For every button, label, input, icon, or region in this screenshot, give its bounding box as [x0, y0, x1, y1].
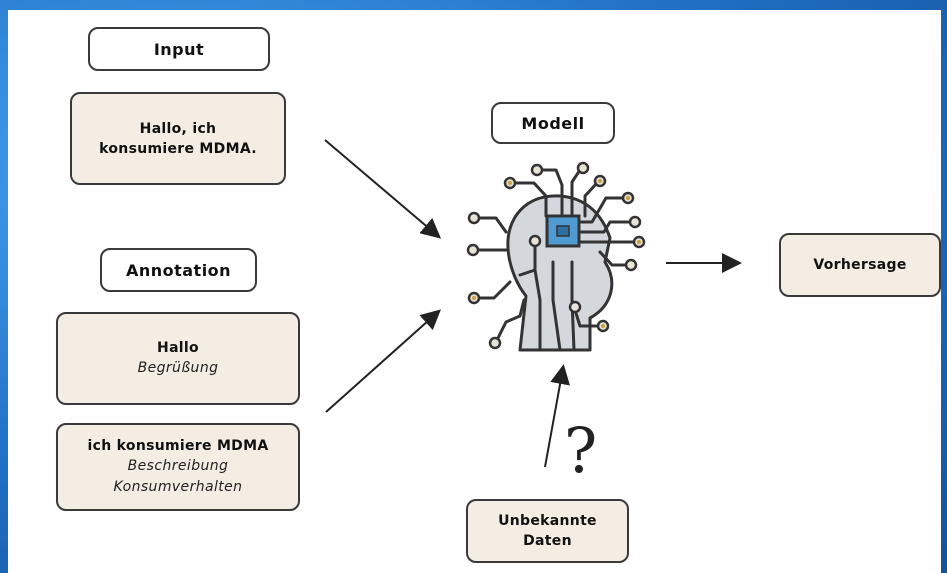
annotation-label: Annotation: [125, 260, 232, 280]
output-box: Vorhersage: [779, 233, 941, 297]
output-label: Vorhersage: [813, 257, 907, 273]
model-label: Modell: [521, 113, 585, 133]
unknown-data-box: Unbekannte Daten: [466, 499, 629, 563]
input-text-line2: konsumiere MDMA.: [99, 140, 257, 157]
annotation-item-hallo-tag: Begrüßung: [137, 360, 219, 376]
annotation-label-box: Annotation: [100, 248, 257, 292]
arrow-input-to-model: [324, 139, 442, 239]
annotation-item-mdma-tag-line2: Konsumverhalten: [113, 479, 243, 495]
annotation-item-hallo-title: Hallo: [157, 340, 199, 356]
unknown-data-line1: Unbekannte: [498, 513, 597, 529]
annotation-item-mdma-tag-line1: Beschreibung: [127, 458, 229, 474]
annotation-item-mdma: ich konsumiere MDMA Beschreibung Konsumv…: [56, 423, 300, 511]
model-label-box: Modell: [491, 102, 615, 144]
question-mark: ?: [564, 414, 597, 487]
input-text-box: Hallo, ich konsumiere MDMA.: [70, 92, 286, 185]
annotation-item-hallo: Hallo Begrüßung: [56, 312, 300, 405]
input-label: Input: [153, 39, 205, 59]
arrow-annotation-to-model: [325, 309, 441, 413]
annotation-item-mdma-title: ich konsumiere MDMA: [87, 438, 269, 454]
input-label-box: Input: [88, 27, 270, 71]
input-text-line1: Hallo, ich: [139, 120, 217, 137]
arrow-unknown-to-model: [544, 364, 570, 468]
unknown-data-line2: Daten: [523, 533, 572, 549]
